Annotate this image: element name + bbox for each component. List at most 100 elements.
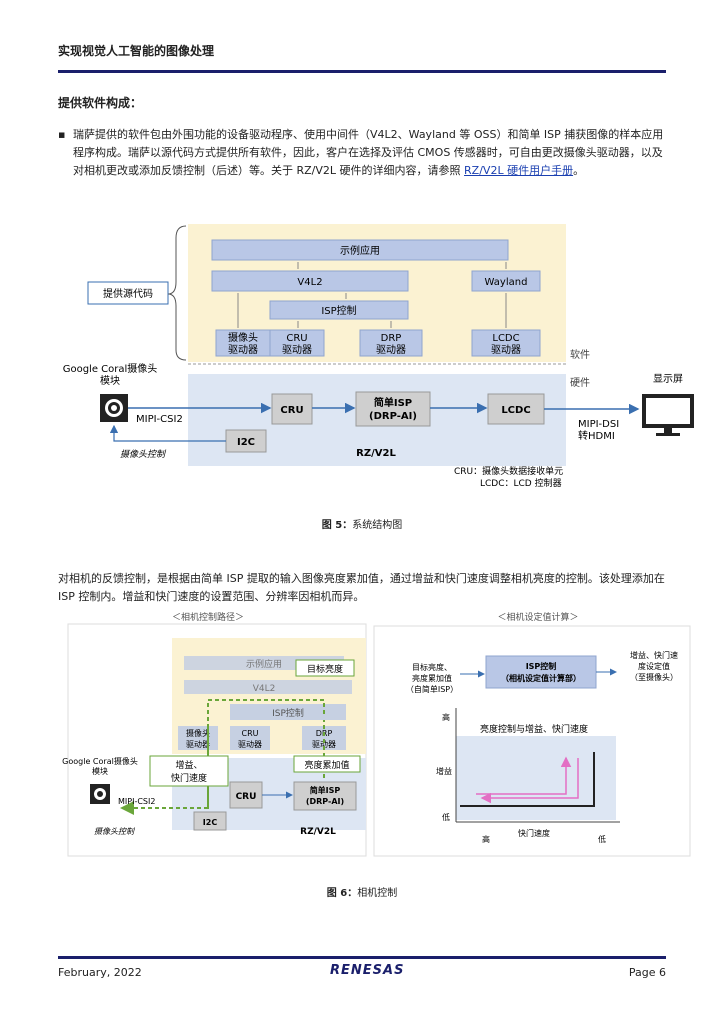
note-lcdc: LCDC：LCD 控制器	[480, 477, 562, 489]
simple-isp-6-line2: (DRP-AI)	[306, 797, 344, 806]
y-low-label: 低	[442, 812, 450, 822]
control-curve	[460, 752, 595, 807]
input-line3: （自简单ISP）	[406, 684, 458, 694]
v4l2-box	[211, 270, 409, 292]
soc-label-6: RZ/V2L	[300, 827, 336, 837]
camera-control-label-6: 摄像头控制	[94, 827, 136, 836]
output-line3: （至摄像头）	[630, 672, 678, 682]
mipi-dsi-line2: 转HDMI	[578, 429, 615, 442]
camera-driver-6-line1: 摄像头	[186, 728, 210, 738]
figure-5-title: 系统结构图	[352, 520, 403, 531]
isp-ctrl-label: ISP控制	[321, 304, 356, 317]
right-panel-title: ＜相机设定值计算＞	[497, 611, 578, 623]
camera-module-line2: 模块	[100, 375, 120, 387]
v4l2-label: V4L2	[297, 277, 322, 288]
v4l2-box-6	[184, 680, 352, 694]
source-label: 提供源代码	[103, 287, 153, 300]
figure-6-title: 相机控制	[357, 888, 398, 899]
bullet-end: 。	[573, 164, 585, 177]
cru-driver-box	[269, 329, 325, 357]
header-rule	[58, 70, 666, 73]
i2c-label: I2C	[237, 437, 255, 448]
display-icon	[642, 394, 694, 428]
x-low-label: 低	[598, 834, 606, 844]
isp-ctrl-label-6: ISP控制	[272, 707, 304, 719]
feedback-paragraph: 对相机的反馈控制，是根据由简单 ISP 提取的输入图像亮度累加值，通过增益和快门…	[58, 572, 665, 603]
bullet-paragraph: ▪ 瑞萨提供的软件包由外围功能的设备驱动程序、使用中间件（V4L2、Waylan…	[58, 126, 668, 180]
drp-driver-line2: 驱动器	[376, 344, 406, 356]
y-high-label: 高	[442, 712, 450, 722]
isp-ctrl-box	[269, 300, 409, 320]
camera-driver-box-6	[178, 726, 218, 750]
manual-link[interactable]: RZ/V2L 硬件用户手册	[464, 164, 574, 177]
gain-shutter-line2: 快门速度	[171, 772, 207, 784]
output-line2: 度设定值	[638, 661, 670, 671]
sample-app-label-6: 示例应用	[246, 658, 282, 670]
figure-6-diagram: ＜相机控制路径＞ 示例应用 V4L2 ISP控制 目标亮度 摄像头 驱动器 CR…	[62, 611, 691, 857]
figure-6-caption: 图 6：相机控制	[0, 884, 724, 899]
simple-isp-line2: (DRP-AI)	[369, 411, 417, 422]
camera-module-6-line1: Google Coral摄像头	[62, 756, 138, 766]
input-line2: 亮度累加值	[412, 673, 452, 683]
hardware-label: 硬件	[570, 377, 590, 389]
left-panel-title: ＜相机控制路径＞	[172, 611, 244, 623]
camera-control-label: 摄像头控制	[120, 449, 167, 460]
x-axis-label: 快门速度	[518, 828, 550, 838]
source-label-box	[87, 281, 169, 305]
figure-5-caption: 图 5：系统结构图	[0, 516, 724, 531]
section-title: 提供软件构成：	[58, 96, 143, 110]
cru-label-6: CRU	[236, 792, 257, 802]
x-high-label: 高	[482, 834, 490, 844]
lcdc-driver-line1: LCDC	[492, 333, 519, 344]
right-panel	[373, 625, 691, 857]
i2c-box-6	[193, 811, 227, 831]
brightness-sum-box	[293, 755, 361, 773]
i2c-label-6: I2C	[203, 818, 218, 827]
drp-driver-line1: DRP	[381, 333, 402, 344]
page-number: Page 6	[628, 966, 666, 979]
i2c-control-arrow	[109, 424, 226, 442]
output-line1: 增益、快门速	[630, 650, 678, 660]
footer-rule	[58, 956, 666, 959]
graph-title: 亮度控制与增益、快门速度	[480, 723, 588, 735]
isp-calc-box	[485, 655, 597, 689]
source-brace	[167, 225, 187, 361]
target-brightness-label: 目标亮度	[307, 663, 343, 675]
cru-box-6	[229, 781, 263, 809]
mipi-csi2-label: MIPI-CSI2	[136, 414, 183, 425]
camera-module-6-line2: 模块	[92, 766, 108, 776]
isp-calc-line2: （相机设定值计算部）	[501, 673, 581, 683]
y-axis-label: 增益	[436, 766, 452, 776]
camera-module-line1: Google Coral摄像头	[63, 362, 158, 375]
cru-label: CRU	[280, 405, 303, 416]
footer-date: February, 2022	[58, 966, 142, 979]
camera-driver-line1: 摄像头	[228, 331, 258, 344]
increase-arrow	[476, 756, 572, 795]
soc-label: RZ/V2L	[356, 448, 396, 459]
renesas-logo: RENESAS	[330, 963, 405, 978]
drp-driver-6-line2: 驱动器	[312, 739, 336, 749]
isp-calc-line1: ISP控制	[526, 661, 557, 671]
simple-isp-line1: 简单ISP	[374, 396, 412, 409]
camera-driver-line2: 驱动器	[228, 344, 258, 356]
decrease-arrow	[480, 758, 579, 804]
cru-driver-line1: CRU	[286, 333, 307, 344]
sample-app-box	[211, 239, 509, 261]
drp-driver-box	[359, 329, 423, 357]
simple-isp-box	[355, 391, 431, 427]
isp-ctrl-box-6	[230, 704, 346, 720]
sample-app-label: 示例应用	[340, 244, 380, 257]
gain-shutter-line1: 增益、	[175, 759, 202, 771]
figure-5-number: 图 5：	[321, 520, 353, 531]
cru-driver-6-line2: 驱动器	[238, 739, 262, 749]
cru-box	[271, 393, 313, 425]
wayland-label: Wayland	[485, 277, 528, 288]
software-label: 软件	[570, 348, 590, 361]
lcdc-driver-box	[471, 329, 541, 357]
figure-6-number: 图 6：	[326, 888, 358, 899]
mipi-csi2-label-6: MIPI-CSI2	[118, 797, 155, 806]
camera-driver-6-line2: 驱动器	[186, 739, 210, 749]
graph-area	[456, 736, 616, 820]
cru-driver-line2: 驱动器	[282, 344, 312, 356]
v4l2-label-6: V4L2	[253, 684, 276, 694]
